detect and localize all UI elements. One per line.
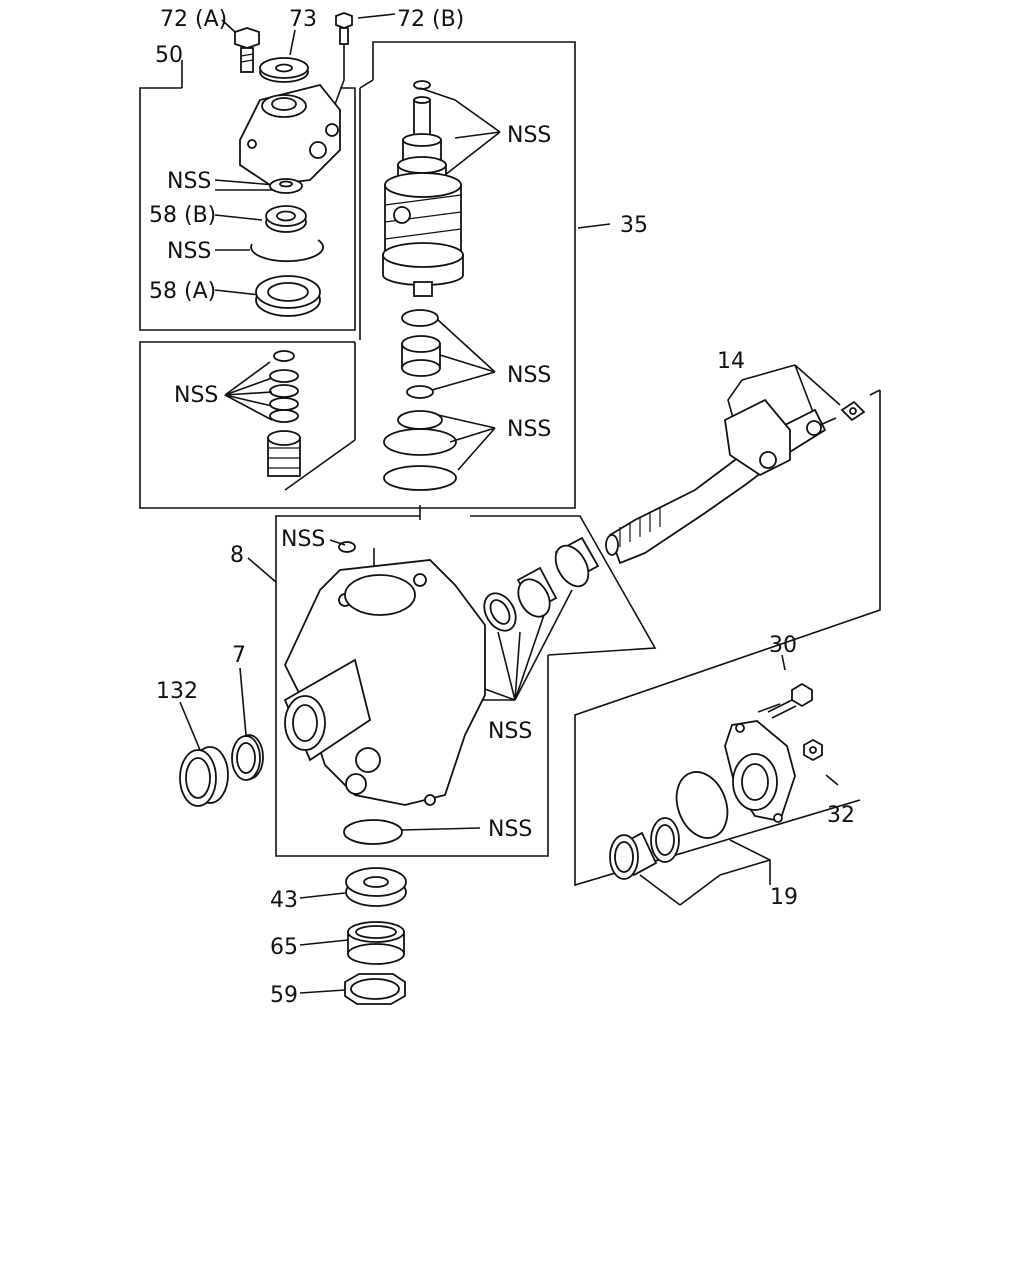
seal-7 (231, 734, 264, 781)
o-ring-nss-bottom (343, 819, 403, 845)
group-box-seals (139, 41, 576, 509)
bearing-43 (345, 867, 407, 907)
label-nss-8: NSS (488, 719, 532, 744)
worm-body-35 (382, 172, 464, 297)
valve-housing-50 (239, 83, 341, 186)
label-8: 8 (230, 543, 244, 568)
label-nss-7: NSS (281, 527, 325, 552)
label-7: 7 (232, 643, 246, 668)
sector-shaft-14 (605, 398, 827, 565)
label-nss-3: NSS (174, 383, 218, 408)
label-72b: 72 (B) (397, 7, 464, 32)
label-nss-9: NSS (488, 817, 532, 842)
label-59: 59 (270, 983, 298, 1008)
ring-nss-c (483, 592, 517, 632)
label-30: 30 (769, 633, 797, 658)
callout-labels: 72 (A) 73 72 (B) 50 35 NSS 58 (B) NSS 58… (149, 7, 855, 1008)
bearing-nss-b (516, 566, 558, 618)
o-ring-nss-2 (401, 309, 439, 327)
nut-plate-14 (840, 400, 866, 422)
label-50: 50 (155, 43, 183, 68)
gear-housing-8 (283, 559, 486, 806)
label-14: 14 (717, 349, 745, 374)
seal-19 (650, 817, 680, 863)
lock-nut-59 (344, 973, 406, 1005)
label-43: 43 (270, 888, 298, 913)
label-nss-4: NSS (507, 123, 551, 148)
screw-14 (806, 417, 837, 436)
bolt-30 (767, 682, 813, 719)
group-box-35 (359, 79, 374, 340)
o-ring-top-nss (413, 80, 431, 90)
rings-nss-5 (383, 410, 457, 491)
group-box-50 (139, 87, 356, 331)
label-32: 32 (827, 803, 855, 828)
label-nss-2: NSS (167, 239, 211, 264)
side-cover-19 (724, 720, 796, 823)
label-nss-6: NSS (507, 417, 551, 442)
bearing-nss-a (554, 536, 600, 588)
label-nss-1: NSS (167, 169, 211, 194)
o-ring-nss-small-8 (338, 541, 356, 553)
label-35: 35 (620, 213, 648, 238)
bolt-72a (234, 27, 260, 73)
bolt-72b (335, 12, 353, 45)
snap-ring-nss (250, 239, 324, 263)
label-73: 73 (289, 7, 317, 32)
group-box-8 (275, 505, 657, 857)
seal-132 (179, 746, 229, 807)
washer-small-nss (269, 178, 303, 194)
o-ring-nss-4 (406, 385, 434, 399)
label-72a: 72 (A) (160, 7, 227, 32)
washer-73 (259, 57, 309, 83)
seal-nss-3 (401, 335, 441, 377)
nut-32 (803, 738, 823, 762)
adjust-plug-65 (347, 921, 405, 965)
bearing-58a (255, 275, 321, 317)
bearing-58b (265, 205, 307, 233)
label-nss-5: NSS (507, 363, 551, 388)
label-132: 132 (156, 679, 198, 704)
bearing-19 (609, 831, 658, 880)
label-19: 19 (770, 885, 798, 910)
label-58b: 58 (B) (149, 203, 216, 228)
label-65: 65 (270, 935, 298, 960)
label-58a: 58 (A) (149, 279, 216, 304)
seal-stack-nss (267, 350, 301, 477)
o-ring-19 (675, 771, 729, 839)
